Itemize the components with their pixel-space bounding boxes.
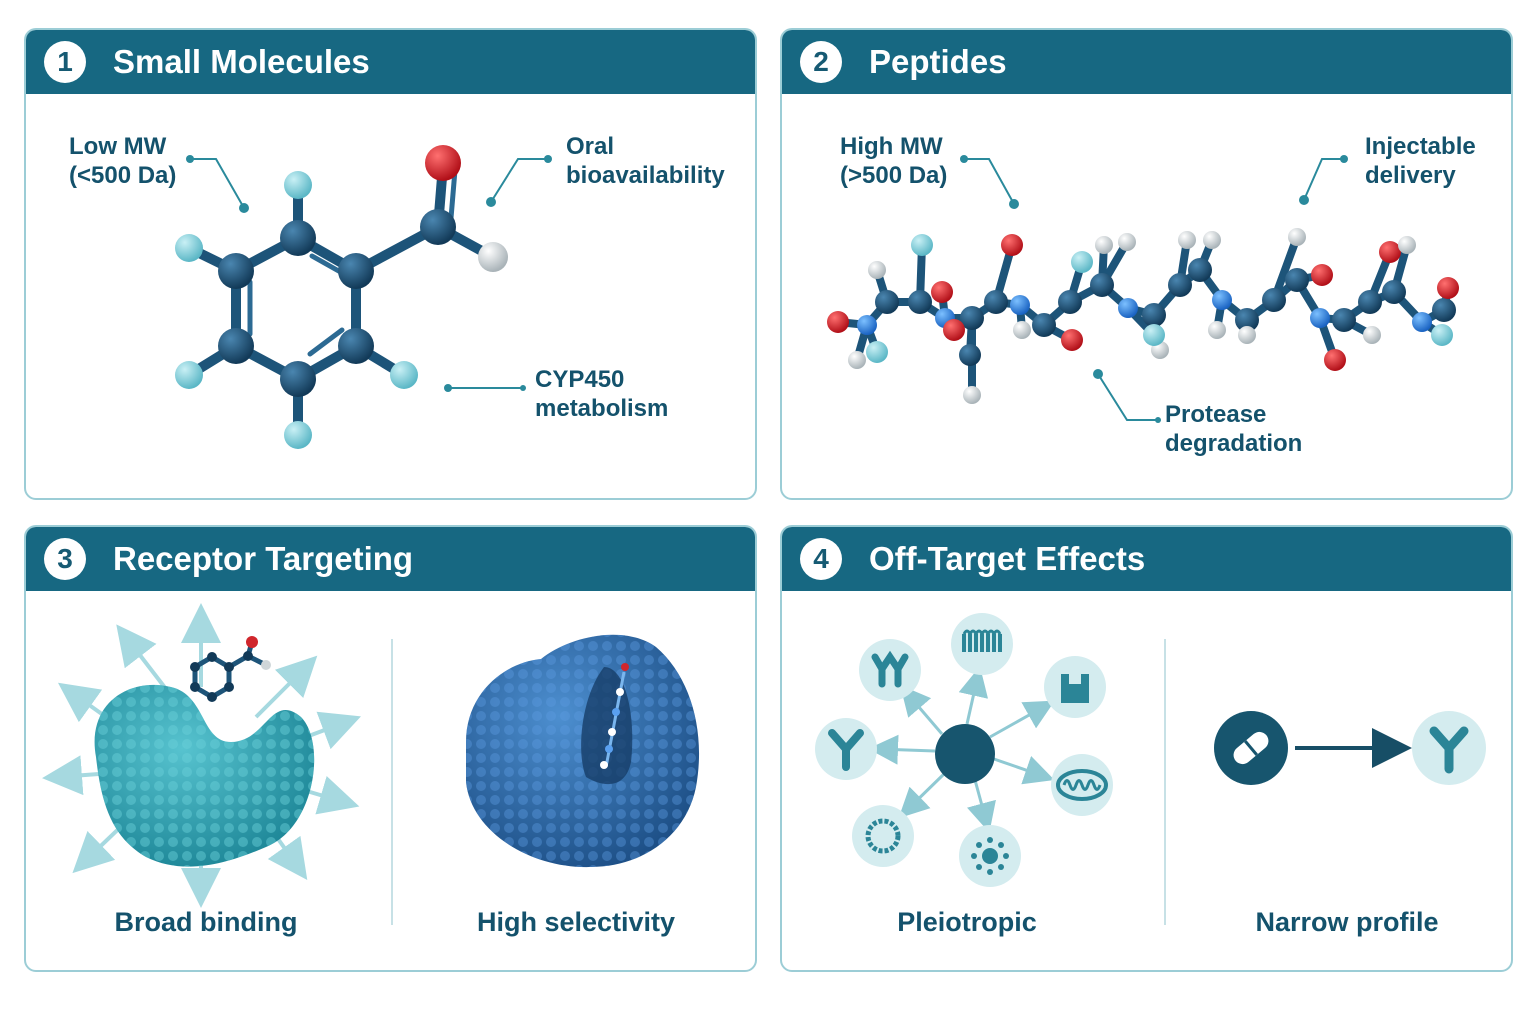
panel-divider: [391, 639, 393, 925]
panel-title: Small Molecules: [113, 43, 370, 80]
spiky-cell-icon: [959, 825, 1021, 887]
u-receptor-icon: [1044, 656, 1106, 718]
caption-pleiotropic: Pleiotropic: [897, 907, 1037, 937]
receptor-targeting-diagram: [42, 603, 700, 908]
cell-icon: [852, 805, 914, 867]
panel-number-badge: 4: [800, 538, 842, 580]
off-target-diagram: [815, 613, 1486, 887]
caption-narrow-profile: Narrow profile: [1255, 907, 1439, 937]
panel-header: 2 Peptides: [782, 30, 1511, 94]
central-node-icon: [935, 724, 995, 784]
panel-small-molecules: 1 Small Molecules: [24, 28, 757, 500]
single-target-receptor-icon: [1412, 711, 1486, 785]
panel-number-badge: 2: [800, 41, 842, 83]
label-protease-degradation: Protease degradation: [1165, 401, 1303, 457]
panel-divider: [1164, 639, 1166, 925]
panel-receptor-targeting: 3 Receptor Targeting: [24, 525, 757, 972]
panel-header: 4 Off-Target Effects: [782, 527, 1511, 591]
caption-broad-binding: Broad binding: [114, 907, 298, 937]
panel-title: Peptides: [869, 43, 1007, 80]
caption-high-selectivity: High selectivity: [476, 907, 676, 937]
label-high-mw: High MW (>500 Da): [840, 133, 948, 189]
pill-icon: [1214, 711, 1288, 785]
label-cyp450-metabolism: CYP450 metabolism: [535, 366, 669, 422]
panel-off-target-effects: 4 Off-Target Effects: [780, 525, 1513, 972]
peptide-chain-diagram: [827, 155, 1459, 423]
label-oral-bioavailability: Oral bioavailability: [566, 133, 725, 189]
multi-receptor-icon: [859, 639, 921, 701]
panel-number-badge: 3: [44, 538, 86, 580]
panel-peptides: 2 Peptides High MW (>500 Da) Injectable …: [780, 28, 1513, 500]
panel-header: 1 Small Molecules: [26, 30, 755, 94]
panel-number-badge: 1: [44, 41, 86, 83]
mitochondria-icon: [1051, 754, 1113, 816]
receptor-y-icon: [815, 718, 877, 780]
membrane-channel-icon: [951, 613, 1013, 675]
panel-title: Off-Target Effects: [869, 540, 1146, 577]
panel-title: Receptor Targeting: [113, 540, 414, 577]
label-low-mw: Low MW (<500 Da): [69, 133, 177, 189]
panel-header: 3 Receptor Targeting: [26, 527, 755, 591]
label-injectable-delivery: Injectable delivery: [1365, 133, 1476, 189]
small-molecule-diagram: [175, 145, 552, 449]
